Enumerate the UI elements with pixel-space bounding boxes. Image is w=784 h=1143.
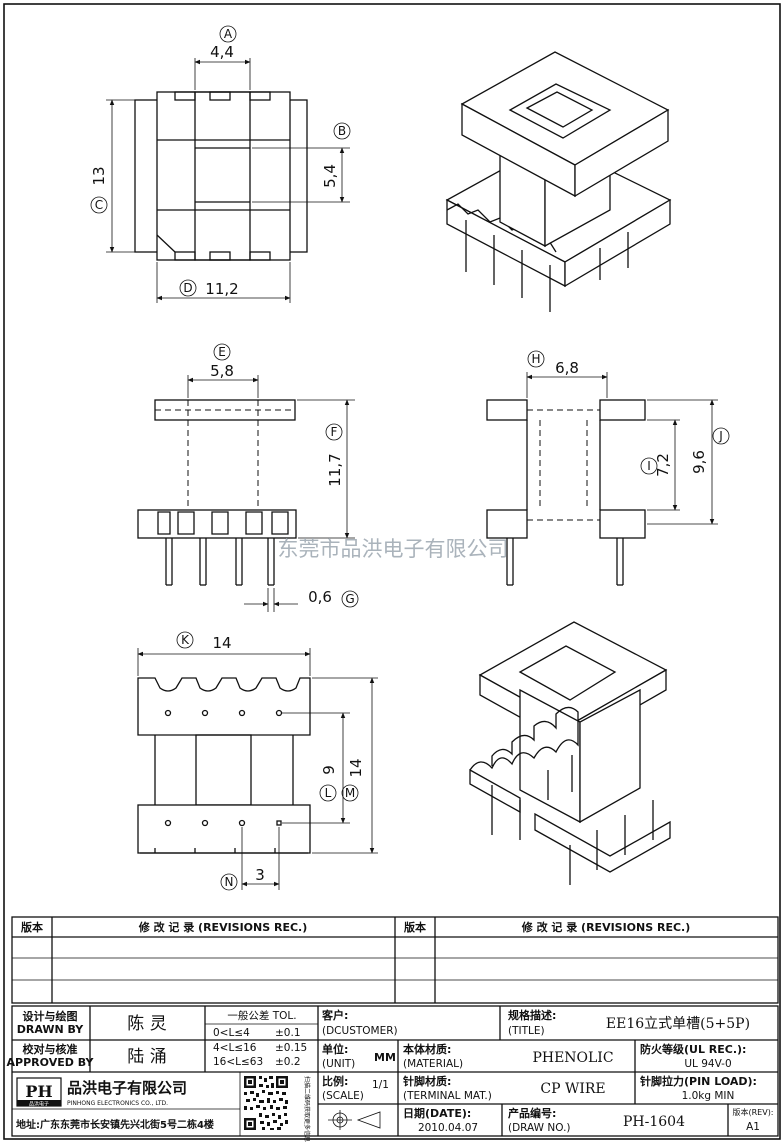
dim-value-H: 6,8 [555, 359, 579, 377]
side-view: H 6,8 I 7,2 J 9,6 [486, 350, 730, 586]
drawing-no-label-cn: 产品编号: [508, 1106, 556, 1120]
customer-label-en: (DCUSTOMER) [322, 1025, 398, 1037]
terminal-label-cn: 针脚材质: [403, 1074, 451, 1088]
dim-value-K: 14 [212, 634, 231, 652]
dim-label-K: K [181, 633, 190, 647]
dim-label-D: D [183, 281, 192, 295]
rev-records-header-right: 修 改 记 录 (REVISIONS REC.) [521, 920, 691, 934]
company-watermark: 东莞市品洪电子有限公司 [278, 537, 509, 561]
version-value: A1 [746, 1121, 760, 1133]
pin-load-label: 针脚拉力(PIN LOAD): [640, 1074, 757, 1088]
designed-by-label-cn: 设计与绘图 [23, 1009, 78, 1023]
company-logo-sub: 品洪电子 [29, 1101, 49, 1108]
drawing-no-label-en: (DRAW NO.) [508, 1122, 571, 1134]
material-label-en: (MATERIAL) [403, 1058, 463, 1070]
company-logo-mark: PH [25, 1082, 52, 1101]
material-label-cn: 本体材质: [403, 1042, 451, 1056]
dim-label-L: L [325, 786, 332, 800]
pin-load-value: 1.0kg MIN [682, 1090, 735, 1102]
terminal-label-en: (TERMINAL MAT.) [403, 1090, 492, 1102]
company-logo: PH 品洪电子 [16, 1077, 62, 1108]
tolerance-value-3: ±0.2 [275, 1056, 301, 1068]
title-value: EE16立式单槽(5+5P) [606, 1016, 750, 1032]
rev-version-header-right: 版本 [404, 920, 426, 934]
dim-value-E: 5,8 [210, 362, 234, 380]
sheet-border [3, 3, 781, 1140]
dim-label-N: N [225, 875, 234, 889]
ul-value: UL 94V-0 [684, 1058, 731, 1070]
dim-value-A: 4,4 [210, 43, 234, 61]
isometric-view-top [445, 51, 672, 312]
dim-label-E: E [218, 345, 226, 359]
front-view: E 5,8 F 11,7 0,6 G [137, 343, 359, 612]
dim-value-M: 14 [347, 758, 365, 777]
company-name-cn: 品洪电子有限公司 [67, 1079, 187, 1097]
approver-name: 陆 涌 [127, 1047, 166, 1067]
rev-records-header-left: 修 改 记 录 (REVISIONS REC.) [138, 920, 308, 934]
dim-value-F: 11,7 [326, 453, 344, 486]
dim-value-B: 5,4 [321, 164, 339, 188]
designed-by-label-en: DRAWN BY [17, 1023, 85, 1036]
dim-label-J: J [718, 429, 723, 443]
tolerance-range-1: 0<L≤4 [213, 1027, 250, 1039]
tolerance-value-2: ±0.15 [275, 1042, 307, 1054]
drawing-no-value: PH-1604 [623, 1114, 685, 1130]
title-block: 设计与绘图 DRAWN BY 陈 灵 校对与核准 APPROVED BY 陆 涌… [7, 1005, 779, 1142]
unit-label-cn: 单位: [322, 1042, 348, 1056]
date-value: 2010.04.07 [418, 1122, 478, 1134]
dim-label-I: I [647, 459, 651, 473]
title-label-en: (TITLE) [508, 1025, 545, 1037]
scale-value: 1/1 [372, 1079, 389, 1091]
date-label: 日期(DATE): [403, 1106, 471, 1120]
dim-value-C: 13 [90, 166, 108, 185]
bottom-view: K 14 L 9 M 14 N 3 [137, 631, 378, 891]
dim-label-F: F [331, 425, 338, 439]
dim-label-H: H [531, 352, 540, 366]
rev-version-header-left: 版本 [21, 920, 43, 934]
designer-name: 陈 灵 [127, 1014, 166, 1034]
scale-label-en: (SCALE) [322, 1090, 364, 1102]
customer-label-cn: 客户: [321, 1008, 348, 1022]
version-label: 版本(REV): [732, 1107, 773, 1117]
top-view: A 4,4 B 5,4 C 13 D 11,2 [90, 25, 351, 303]
isometric-view-bottom [469, 621, 671, 885]
approved-by-label-cn: 校对与核准 [23, 1042, 78, 1056]
company-name-en: PINHONG ELECTRONICS CO., LTD. [67, 1100, 168, 1107]
company-address: 地址:广东东莞市长安镇先兴北街5号二栋4楼 [16, 1118, 214, 1131]
tolerance-value-1: ±0.1 [275, 1027, 301, 1039]
dim-value-J: 9,6 [690, 450, 708, 474]
tolerance-range-3: 16<L≤63 [213, 1056, 263, 1068]
dim-value-G: 0,6 [308, 588, 332, 606]
dim-label-A: A [224, 27, 233, 41]
dim-label-M: M [345, 786, 355, 800]
tolerance-label: 一般公差 TOL. [227, 1009, 296, 1022]
title-label-cn: 规格描述: [508, 1008, 556, 1022]
dim-label-G: G [345, 592, 354, 606]
dim-value-D: 11,2 [205, 280, 238, 298]
projection-symbol-icon [328, 1110, 381, 1130]
dim-value-I: 7,2 [654, 453, 672, 477]
material-value: PHENOLIC [532, 1050, 613, 1066]
dim-label-B: B [338, 124, 346, 138]
tolerance-range-2: 4<L≤16 [213, 1042, 257, 1054]
unit-label-en: (UNIT) [322, 1058, 355, 1070]
dim-value-N: 3 [255, 866, 265, 884]
approved-by-label-en: APPROVED BY [7, 1056, 95, 1069]
terminal-value: CP WIRE [540, 1081, 605, 1097]
scale-label-cn: 比例: [322, 1074, 348, 1088]
ul-label: 防火等级(UL REC.): [640, 1042, 746, 1056]
unit-value: MM [374, 1051, 396, 1064]
revisions-table: 版本 修 改 记 录 (REVISIONS REC.) 版本 修 改 记 录 (… [11, 916, 779, 1004]
qr-code [242, 1074, 292, 1134]
qr-side-text: 扫描二维码获取更多信息 [303, 1076, 311, 1142]
dim-value-L: 9 [320, 765, 338, 775]
dim-label-C: C [95, 198, 103, 212]
